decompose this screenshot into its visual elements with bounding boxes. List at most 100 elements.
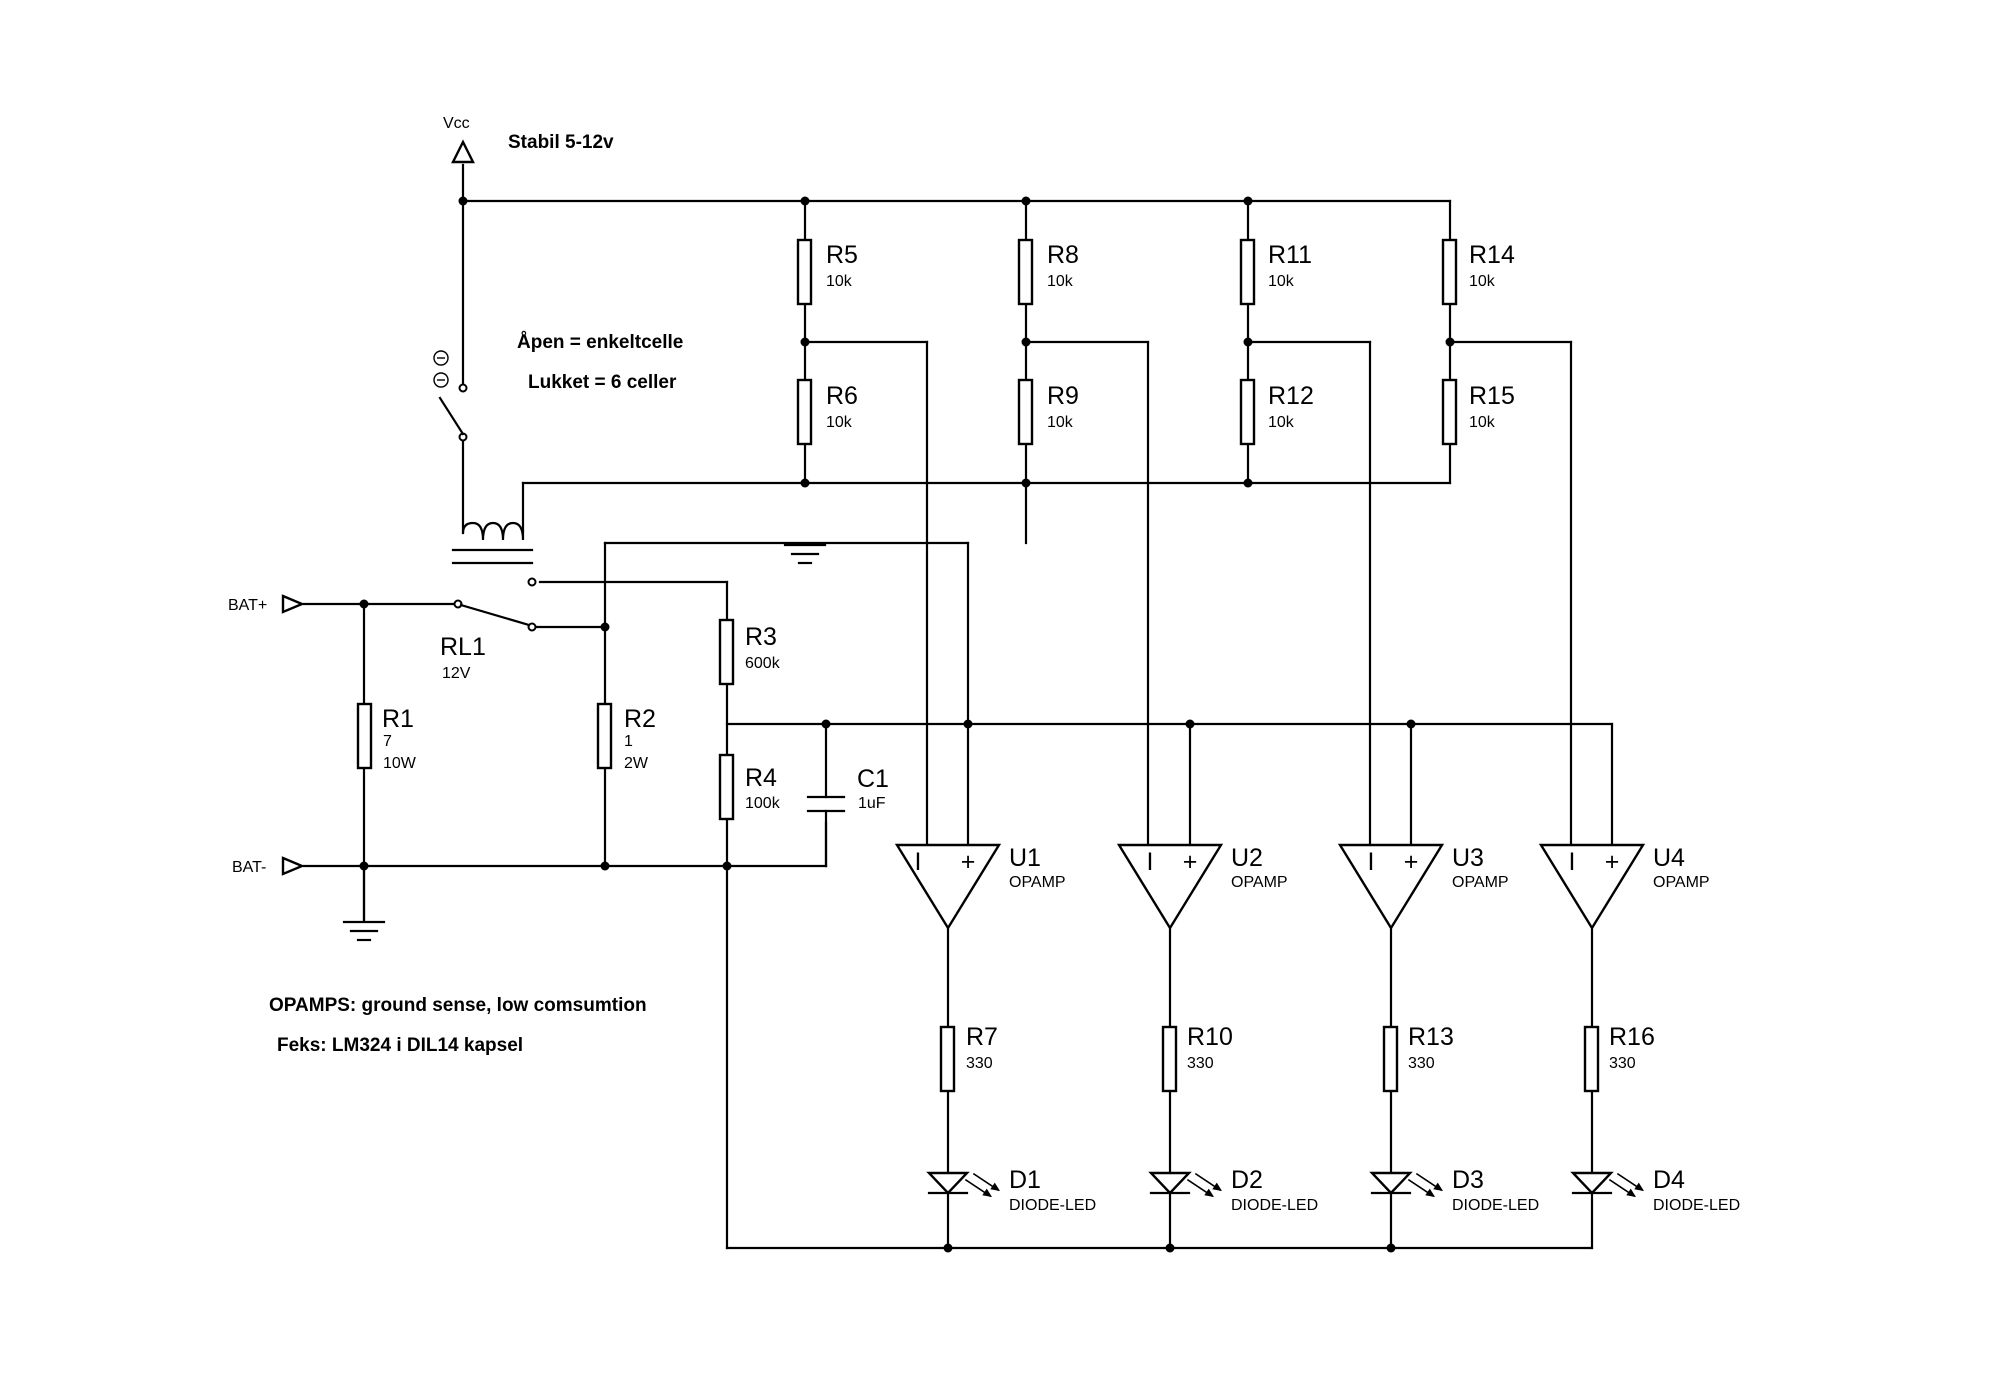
cell-select-switch <box>433 350 468 535</box>
resistor-r1 <box>356 702 373 770</box>
light-emission-icon <box>1407 1172 1446 1201</box>
opamp-u3: I + U3 OPAMP <box>1337 843 1509 931</box>
annotations: Stabil 5-12v Åpen = enkeltcelle Lukket =… <box>269 132 683 1056</box>
u1-minus-pin: I <box>915 848 922 876</box>
led-d2: D2 DIODE-LED <box>1148 1166 1318 1214</box>
bat-plus-label: BAT+ <box>228 597 267 614</box>
light-emission-icon <box>964 1172 1003 1201</box>
resistor-r4 <box>718 753 735 821</box>
ground-symbol-divider <box>783 543 827 565</box>
u2-type: OPAMP <box>1231 874 1288 891</box>
u4-type: OPAMP <box>1653 874 1710 891</box>
switch-closed-note: Lukket = 6 celler <box>528 372 677 393</box>
vcc-terminal: Vcc <box>443 115 475 164</box>
d3-type: DIODE-LED <box>1452 1197 1539 1214</box>
resistor-labels: R1 7 10W R2 1 2W R3 600k R4 100k R5 10k … <box>382 241 1655 1072</box>
relay-value: 12V <box>442 665 471 682</box>
r1-name: R1 <box>382 705 414 733</box>
relay-name: RL1 <box>440 633 486 661</box>
u3-name: U3 <box>1452 844 1484 872</box>
relay-rl1: RL1 12V <box>440 521 537 682</box>
d1-name: D1 <box>1009 1166 1041 1194</box>
switch-open-note: Åpen = enkeltcelle <box>517 332 683 353</box>
r9-value: 10k <box>1047 414 1074 431</box>
r11-name: R11 <box>1268 241 1312 269</box>
resistor-r11 <box>1239 238 1256 306</box>
r6-name: R6 <box>826 382 858 410</box>
bat-minus-terminal: BAT- <box>232 856 306 876</box>
resistor-r5 <box>796 238 813 306</box>
r2-name: R2 <box>624 705 656 733</box>
r3-value: 600k <box>745 655 781 672</box>
r1-rating: 10W <box>383 755 417 772</box>
r13-value: 330 <box>1408 1055 1435 1072</box>
u1-type: OPAMP <box>1009 874 1066 891</box>
r8-name: R8 <box>1047 241 1079 269</box>
r12-name: R12 <box>1268 382 1314 410</box>
r15-value: 10k <box>1469 414 1496 431</box>
u3-minus-pin: I <box>1368 848 1375 876</box>
r14-name: R14 <box>1469 241 1515 269</box>
resistor-r15 <box>1441 378 1458 446</box>
light-emission-icon <box>1608 1172 1647 1201</box>
r16-name: R16 <box>1609 1023 1655 1051</box>
junction-dots <box>359 196 1455 1253</box>
u1-name: U1 <box>1009 844 1041 872</box>
r5-value: 10k <box>826 273 853 290</box>
vcc-label: Vcc <box>443 115 470 132</box>
c1-name: C1 <box>857 765 889 793</box>
r10-value: 330 <box>1187 1055 1214 1072</box>
resistor-r9 <box>1017 378 1034 446</box>
r3-name: R3 <box>745 623 777 651</box>
r13-name: R13 <box>1408 1023 1454 1051</box>
supply-note: Stabil 5-12v <box>508 132 614 153</box>
resistor-r7 <box>939 1025 956 1093</box>
u4-plus-pin: + <box>1605 848 1620 876</box>
u1-plus-pin: + <box>961 848 976 876</box>
resistor-r16 <box>1583 1025 1600 1093</box>
u2-plus-pin: + <box>1183 848 1198 876</box>
u3-plus-pin: + <box>1404 848 1419 876</box>
switch-open-closed-icon <box>433 350 449 388</box>
r14-value: 10k <box>1469 273 1496 290</box>
r15-name: R15 <box>1469 382 1515 410</box>
d4-name: D4 <box>1653 1166 1685 1194</box>
resistor-r6 <box>796 378 813 446</box>
r7-name: R7 <box>966 1023 998 1051</box>
led-d4: D4 DIODE-LED <box>1570 1166 1740 1214</box>
led-d3: D3 DIODE-LED <box>1369 1166 1539 1214</box>
opamp-u1: I + U1 OPAMP <box>894 843 1066 931</box>
u2-name: U2 <box>1231 844 1263 872</box>
resistor-bodies <box>356 238 1600 1093</box>
resistor-r12 <box>1239 378 1256 446</box>
r6-value: 10k <box>826 414 853 431</box>
r16-value: 330 <box>1609 1055 1636 1072</box>
resistor-r2 <box>596 702 613 770</box>
u3-type: OPAMP <box>1452 874 1509 891</box>
capacitor-c1: C1 1uF <box>806 765 889 868</box>
r9-name: R9 <box>1047 382 1079 410</box>
r1-value: 7 <box>383 733 392 750</box>
r5-name: R5 <box>826 241 858 269</box>
bat-plus-terminal: BAT+ <box>228 594 306 614</box>
u4-name: U4 <box>1653 844 1685 872</box>
resistor-r14 <box>1441 238 1458 306</box>
resistor-r13 <box>1382 1025 1399 1093</box>
r2-value: 1 <box>624 733 633 750</box>
d3-name: D3 <box>1452 1166 1484 1194</box>
opamp-u2: I + U2 OPAMP <box>1116 843 1288 931</box>
opamp-example-note: Feks: LM324 i DIL14 kapsel <box>277 1035 523 1056</box>
light-emission-icon <box>1186 1172 1225 1201</box>
u2-minus-pin: I <box>1147 848 1154 876</box>
c1-value: 1uF <box>858 795 886 812</box>
r11-value: 10k <box>1268 273 1295 290</box>
r10-name: R10 <box>1187 1023 1233 1051</box>
u4-minus-pin: I <box>1569 848 1576 876</box>
resistor-r8 <box>1017 238 1034 306</box>
ground-symbol-left <box>342 920 386 942</box>
led-d1: D1 DIODE-LED <box>926 1166 1096 1214</box>
d2-name: D2 <box>1231 1166 1263 1194</box>
wires <box>302 163 1614 1250</box>
r4-value: 100k <box>745 795 781 812</box>
